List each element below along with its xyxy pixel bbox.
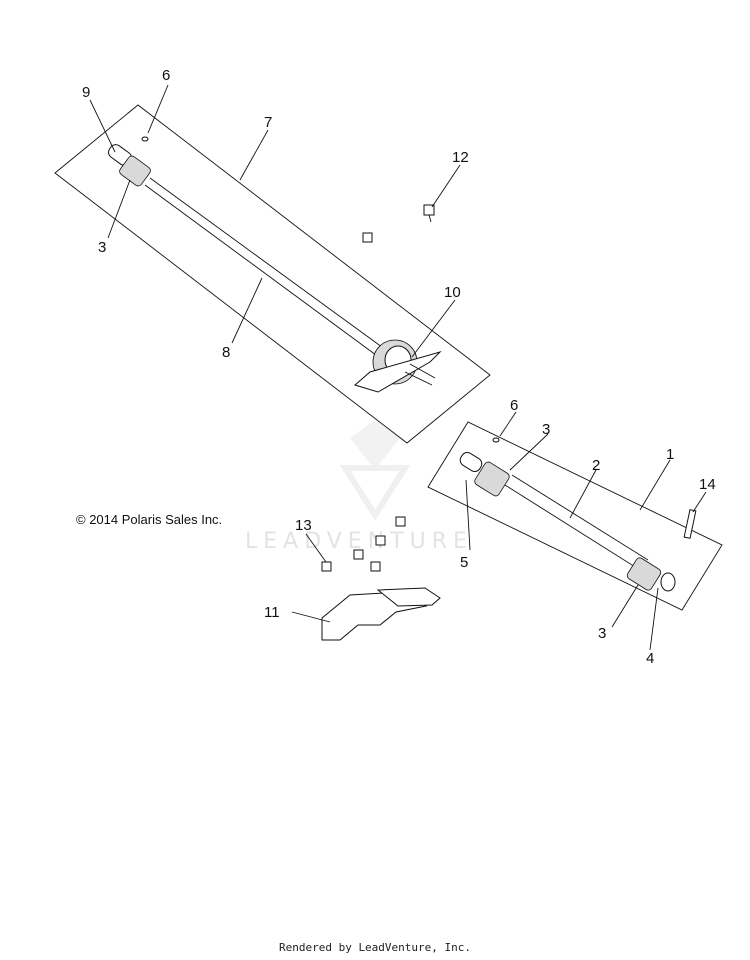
callout-5: 5 (460, 554, 468, 571)
callout-8: 8 (222, 344, 230, 361)
callout-3: 3 (98, 239, 106, 256)
bracket-11 (321, 516, 441, 641)
callout-6: 6 (162, 67, 170, 84)
leader-lines (89, 84, 707, 651)
callout-2: 2 (592, 457, 600, 474)
callout-9: 9 (82, 84, 90, 101)
callout-10: 10 (444, 284, 461, 301)
upper-shaft-panel (54, 104, 491, 444)
bolt-12 (423, 204, 435, 223)
callout-13: 13 (295, 517, 312, 534)
callout-4: 4 (646, 650, 654, 667)
watermark: LEADVENTURE (245, 420, 467, 554)
copyright-notice: © 2014 Polaris Sales Inc. (76, 512, 223, 527)
callout-12: 12 (452, 149, 469, 166)
callout-6: 6 (510, 397, 518, 414)
leadventure-logo-icon (339, 420, 411, 521)
lower-shaft-panel (427, 421, 723, 611)
callout-3: 3 (542, 421, 550, 438)
callout-1: 1 (666, 446, 674, 463)
callouts: 1 2 3 3 3 4 5 6 6 7 8 9 10 11 12 13 14 (82, 67, 716, 667)
footer-credit: Rendered by LeadVenture, Inc. (278, 941, 472, 954)
callout-14: 14 (699, 476, 716, 493)
pin-14 (683, 509, 697, 539)
callout-11: 11 (264, 604, 280, 621)
callout-7: 7 (264, 114, 272, 131)
callout-3: 3 (598, 625, 606, 642)
